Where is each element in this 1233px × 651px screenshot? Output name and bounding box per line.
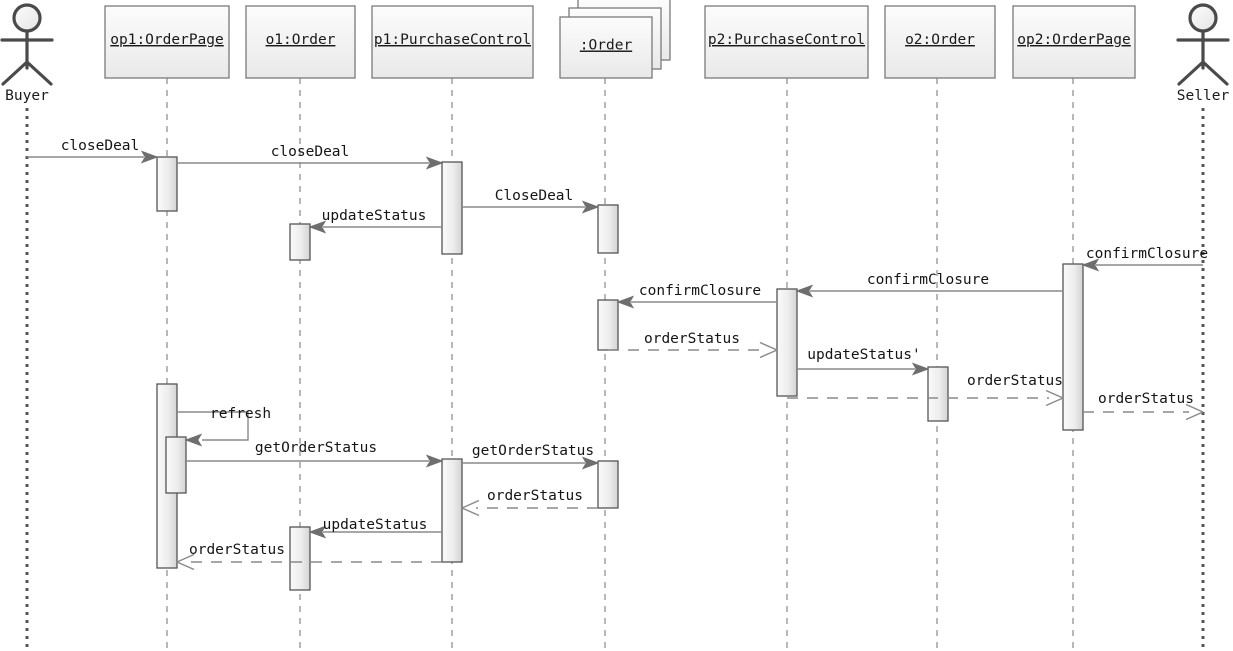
participant-label: Buyer xyxy=(5,88,49,104)
arrowhead-filled xyxy=(308,220,327,234)
message-m6[interactable]: confirmClosure xyxy=(795,272,1063,298)
message-label: closeDeal xyxy=(61,138,140,154)
arrowhead-filled xyxy=(581,456,600,470)
arrowhead-filled xyxy=(581,200,600,214)
participant-label: p2:PurchaseControl xyxy=(708,32,865,48)
arrowhead-filled xyxy=(911,362,930,376)
activation-bar-op2 xyxy=(1062,263,1084,431)
message-label: confirmClosure xyxy=(1086,246,1208,262)
message-label: getOrderStatus xyxy=(472,443,594,459)
arrowhead-filled xyxy=(425,454,444,468)
message-label: orderStatus xyxy=(189,542,285,558)
participant-o1[interactable]: o1:Order xyxy=(245,5,356,79)
message-label: updateStatus' xyxy=(807,347,921,363)
message-m8[interactable]: orderStatus xyxy=(608,331,778,359)
activation-bar-o2 xyxy=(927,366,949,422)
participant-op1[interactable]: op1:OrderPage xyxy=(104,5,230,79)
activations-layer xyxy=(156,156,1084,591)
message-label: orderStatus xyxy=(487,488,583,504)
activation-bar-op1 xyxy=(156,156,178,212)
actor-stick-figure-icon xyxy=(0,3,54,86)
arrowhead-filled xyxy=(140,150,159,164)
message-m9[interactable]: updateStatus' xyxy=(797,347,930,376)
participant-label: op1:OrderPage xyxy=(110,32,224,48)
participant-p2[interactable]: p2:PurchaseControl xyxy=(704,5,869,79)
message-label: orderStatus xyxy=(644,331,740,347)
activation-bar-op1 xyxy=(165,436,187,494)
actor-stick-figure-icon xyxy=(1176,3,1230,86)
message-label: confirmClosure xyxy=(639,283,761,299)
arrowhead-filled xyxy=(425,156,444,170)
arrowhead-open xyxy=(176,553,195,571)
message-m13[interactable]: getOrderStatus xyxy=(186,440,444,468)
object-box[interactable] xyxy=(371,5,534,79)
message-m15[interactable]: orderStatus xyxy=(461,488,598,517)
participant-seller[interactable]: Seller xyxy=(1176,3,1230,104)
message-m7[interactable]: confirmClosure xyxy=(616,283,777,309)
participant-order_multi[interactable]: :Order xyxy=(559,0,671,79)
participant-label: op2:OrderPage xyxy=(1017,32,1131,48)
message-m11[interactable]: orderStatus xyxy=(1083,391,1204,421)
message-label: closeDeal xyxy=(271,144,350,160)
arrowhead-open xyxy=(1185,403,1204,421)
object-box[interactable] xyxy=(245,5,356,79)
object-box[interactable] xyxy=(704,5,869,79)
message-m14[interactable]: getOrderStatus xyxy=(462,443,600,470)
message-label: updateStatus xyxy=(323,517,428,533)
message-m5[interactable]: confirmClosure xyxy=(1081,246,1208,272)
object-box[interactable] xyxy=(559,16,653,79)
message-m3[interactable]: CloseDeal xyxy=(462,188,600,214)
arrowhead-filled xyxy=(616,295,635,309)
message-label: orderStatus xyxy=(967,373,1063,389)
message-label: updateStatus xyxy=(322,208,427,224)
participant-label: Seller xyxy=(1177,88,1230,104)
message-line xyxy=(177,411,249,441)
message-label: orderStatus xyxy=(1098,391,1194,407)
message-m16[interactable]: updateStatus xyxy=(308,517,442,539)
message-m12[interactable]: refresh xyxy=(177,406,271,447)
participant-label: o1:Order xyxy=(266,32,336,48)
message-m2[interactable]: closeDeal xyxy=(177,144,444,170)
participant-p1[interactable]: p1:PurchaseControl xyxy=(371,5,534,79)
participant-op2[interactable]: op2:OrderPage xyxy=(1012,5,1136,79)
arrowhead-filled xyxy=(308,525,327,539)
activation-bar-p1 xyxy=(441,458,463,563)
participant-label: p1:PurchaseControl xyxy=(374,32,531,48)
participant-label: :Order xyxy=(580,38,633,54)
message-m1[interactable]: closeDeal xyxy=(27,138,159,164)
object-box[interactable] xyxy=(1012,5,1136,79)
activation-bar-o1 xyxy=(289,223,311,261)
activation-bar-order_multi xyxy=(597,460,619,509)
message-m17[interactable]: orderStatus xyxy=(176,542,442,571)
arrowhead-filled xyxy=(1081,258,1100,272)
activation-bar-p1 xyxy=(441,161,463,255)
lifelines-layer xyxy=(25,78,1205,651)
arrowhead-open xyxy=(759,341,778,359)
activation-bar-order_multi xyxy=(597,299,619,351)
message-label: CloseDeal xyxy=(495,188,574,204)
activation-bar-order_multi xyxy=(597,204,619,254)
arrowhead-open xyxy=(1045,389,1064,407)
object-box[interactable] xyxy=(104,5,230,79)
message-m10[interactable]: orderStatus xyxy=(787,373,1064,407)
arrowhead-filled xyxy=(184,433,203,447)
message-label: getOrderStatus xyxy=(255,440,377,456)
message-label: refresh xyxy=(210,406,271,422)
object-box[interactable] xyxy=(884,5,996,79)
message-m4[interactable]: updateStatus xyxy=(308,208,442,234)
message-label: confirmClosure xyxy=(867,272,989,288)
activation-bar-o1 xyxy=(289,526,311,591)
arrowhead-open xyxy=(461,499,480,517)
participant-heads-layer: Buyer op1:OrderPage o1:Order p1:PurchaseCon… xyxy=(0,0,1230,104)
participant-label: o2:Order xyxy=(905,32,975,48)
participant-buyer[interactable]: Buyer xyxy=(0,3,54,104)
arrowhead-filled xyxy=(795,284,814,298)
participant-o2[interactable]: o2:Order xyxy=(884,5,996,79)
activation-bar-p2 xyxy=(776,288,798,397)
